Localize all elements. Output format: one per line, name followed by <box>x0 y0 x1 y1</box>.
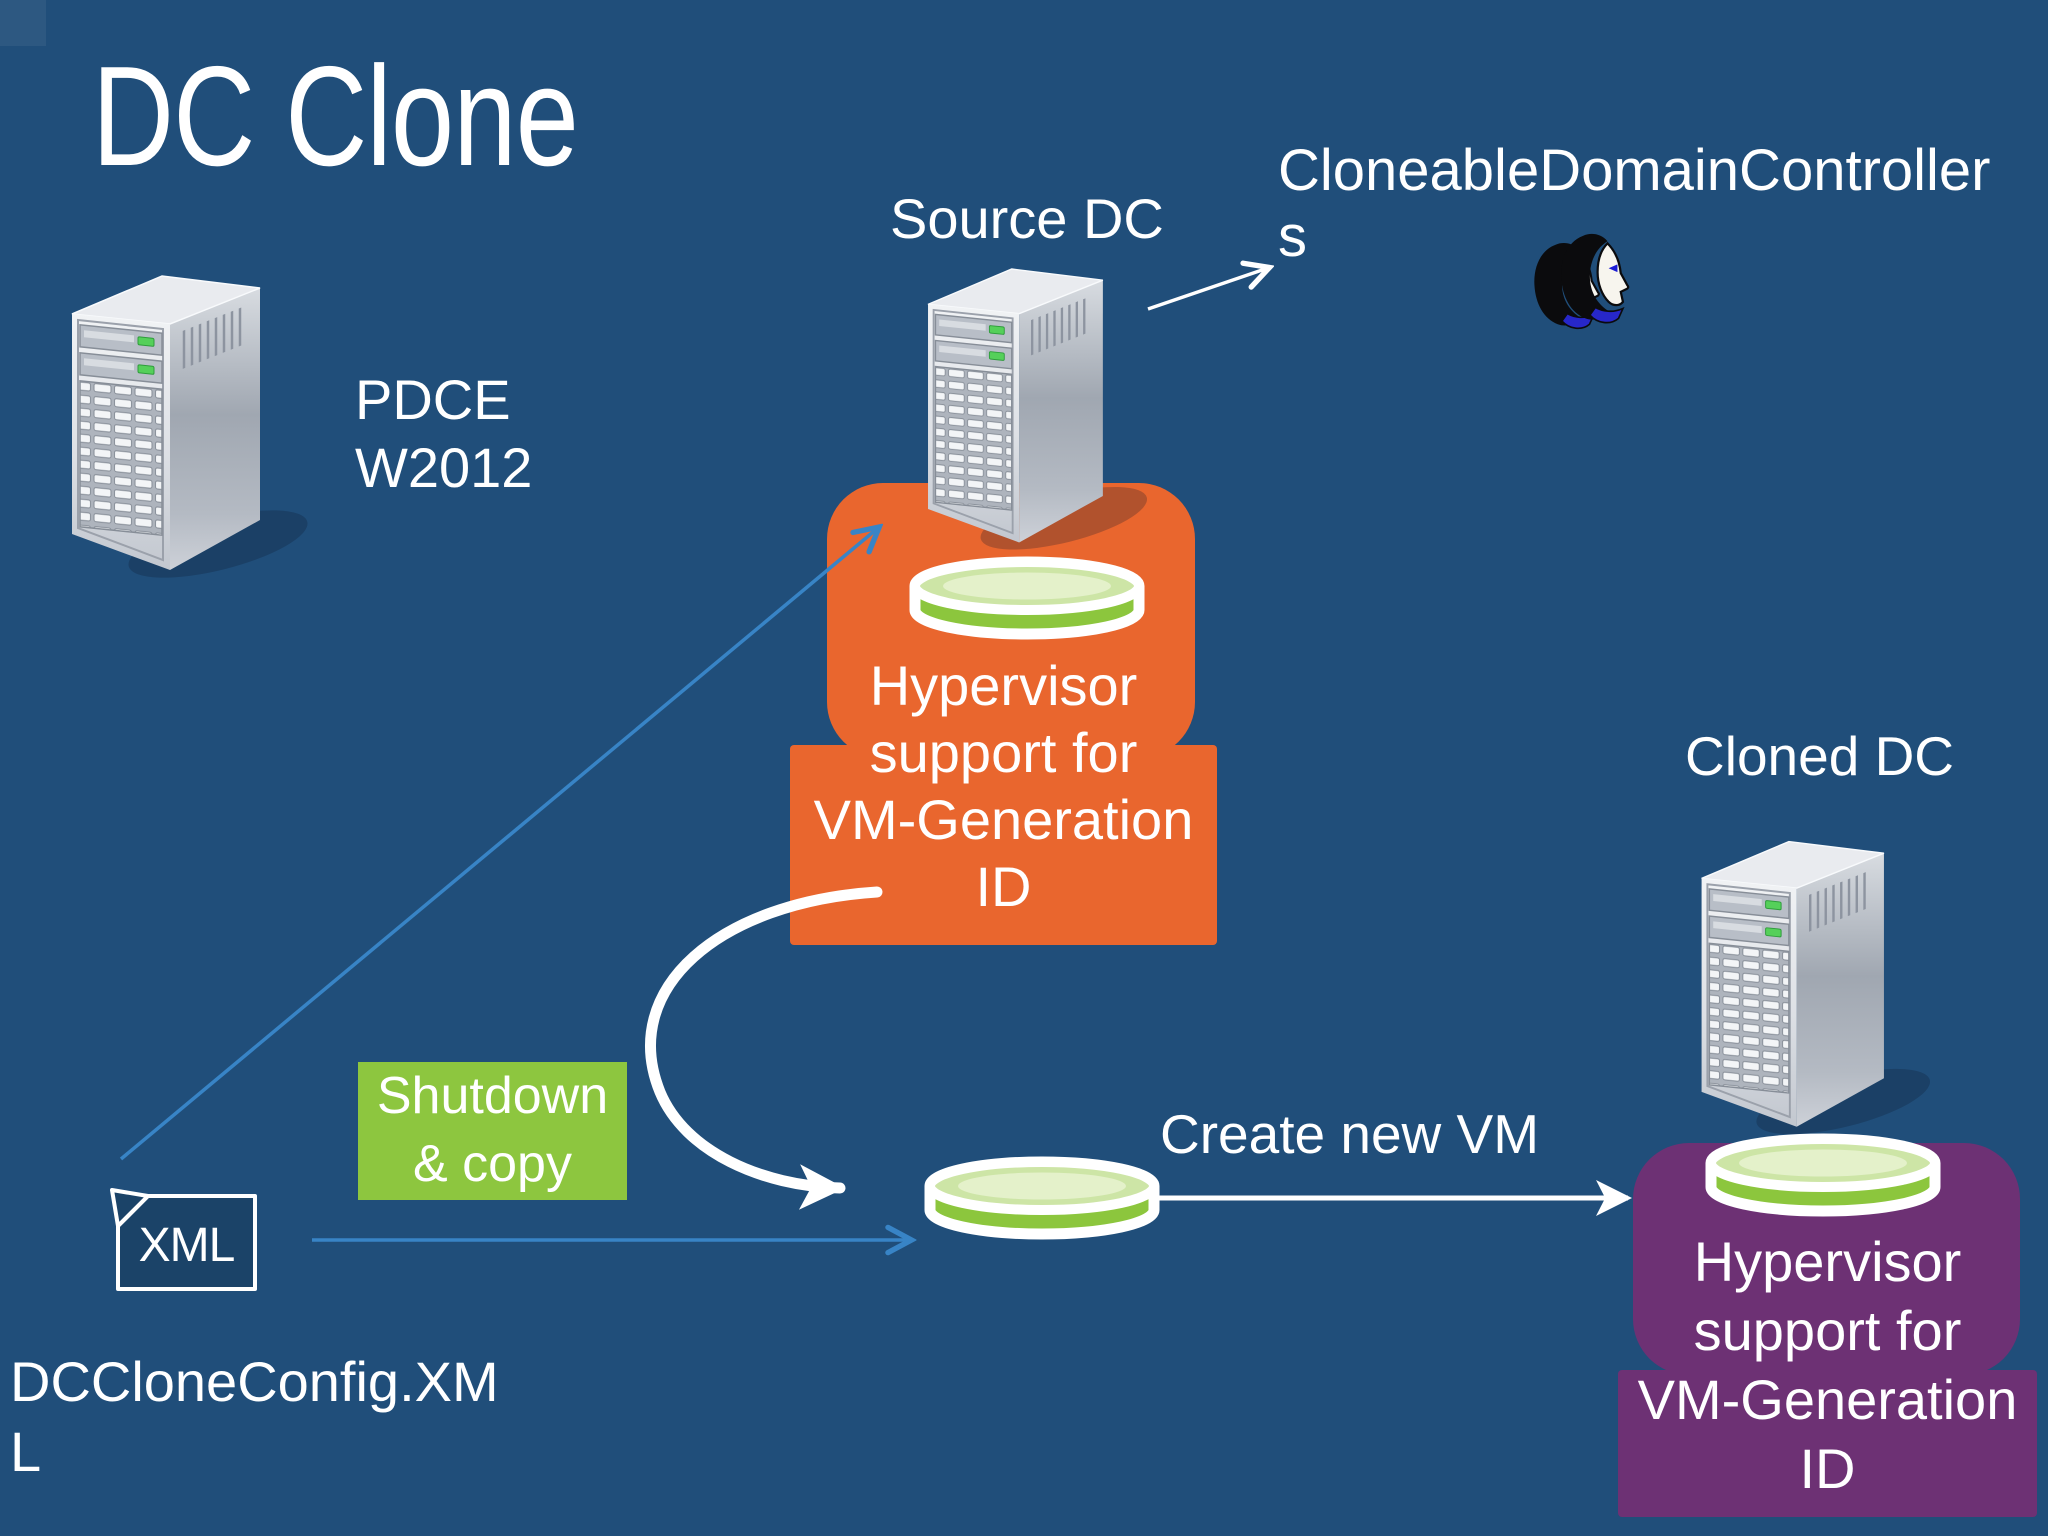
source-dc-label: Source DC <box>890 187 1164 250</box>
shutdown-copy-box <box>358 1062 627 1200</box>
cloned-dc-label: Cloned DC <box>1685 725 1955 787</box>
create-new-vm-label: Create new VM <box>1160 1103 1540 1165</box>
cloned-disk-icon <box>1711 1139 1935 1211</box>
cloneable-domain-controllers-label: CloneableDomainController s <box>1278 138 1991 269</box>
arrow-shutdown-copy-curve <box>645 886 883 1210</box>
arrow-xml-to-source-dc <box>119 528 878 1161</box>
dcclone-config-label: DCCloneConfig.XM L <box>10 1350 499 1483</box>
copied-disk-icon <box>930 1162 1154 1234</box>
corner-accent-square <box>0 0 46 46</box>
source-dc-server-icon <box>926 267 1154 564</box>
pdce-label: PDCE W2012 <box>355 368 533 499</box>
shutdown-copy-label: Shutdown & copy <box>376 1067 609 1193</box>
source-disk-icon <box>915 562 1139 634</box>
xml-document-label: XML <box>138 1219 236 1272</box>
pdce-server-icon <box>70 274 315 593</box>
arrow-source-to-cloneable <box>1147 268 1268 311</box>
hypervisor-source-label: Hypervisor support for VM-Generation ID <box>813 654 1194 918</box>
hypervisor-clone-label: Hypervisor support for VM-Generation ID <box>1637 1230 2018 1500</box>
cloned-dc-server-icon <box>1700 840 1938 1149</box>
xml-document-icon <box>110 1188 257 1291</box>
slide-title: DC Clone <box>92 37 579 196</box>
